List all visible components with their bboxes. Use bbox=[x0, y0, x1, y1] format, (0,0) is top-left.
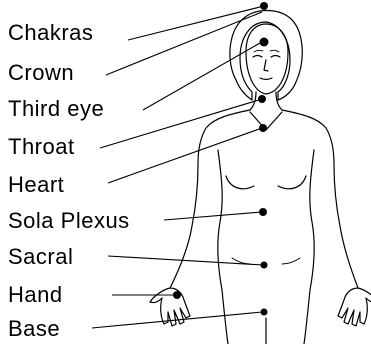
dot-sacral bbox=[261, 262, 268, 269]
label-third-eye: Third eye bbox=[8, 96, 104, 122]
label-throat: Throat bbox=[8, 134, 75, 160]
label-crown: Crown bbox=[8, 60, 74, 86]
label-sacral: Sacral bbox=[8, 244, 73, 270]
dot-solar-plexus bbox=[259, 208, 267, 216]
dot-third-eye bbox=[260, 38, 269, 47]
title-label: Chakras bbox=[8, 20, 93, 46]
label-heart: Heart bbox=[8, 172, 64, 198]
dot-throat bbox=[258, 95, 266, 103]
dot-crown bbox=[260, 2, 268, 10]
dot-heart bbox=[259, 124, 267, 132]
label-base: Base bbox=[8, 316, 60, 342]
dot-hand bbox=[173, 291, 181, 299]
label-hand: Hand bbox=[8, 282, 63, 308]
label-solar-plexus: Sola Plexus bbox=[8, 208, 130, 234]
dot-base bbox=[261, 309, 268, 316]
